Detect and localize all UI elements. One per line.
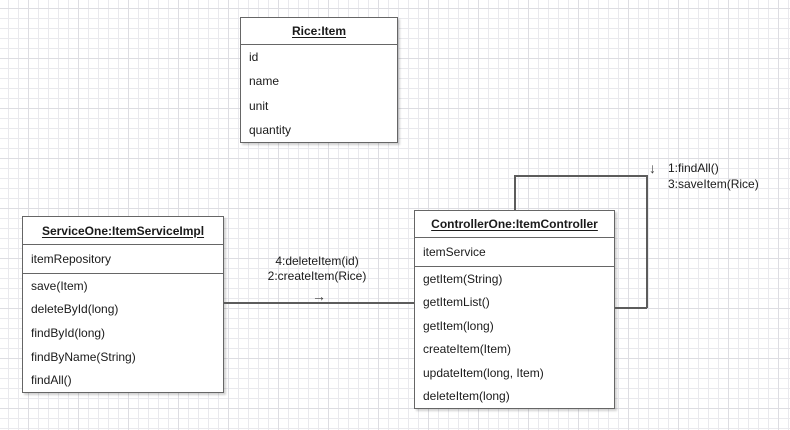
edge-label-line1: 4:deleteItem(id) <box>275 254 359 268</box>
method-row-save[interactable]: save(Item) <box>31 278 88 293</box>
object-title-controller[interactable]: ControllerOne:ItemController <box>415 211 614 238</box>
service-fields-section: itemRepository <box>23 245 223 274</box>
down-arrow-icon[interactable]: ↓ <box>649 160 656 176</box>
method-row-get-item-string[interactable]: getItem(String) <box>423 271 503 286</box>
edge-controller-self-loop-segment-right[interactable] <box>646 175 648 308</box>
edge-controller-self-loop-segment-bottom[interactable] <box>615 307 647 309</box>
field-row-id[interactable]: id <box>249 50 259 65</box>
edge-label-line2: 2:createItem(Rice) <box>267 269 367 283</box>
method-row-find-by-id[interactable]: findById(long) <box>31 325 106 340</box>
right-arrow-icon[interactable]: → <box>312 288 326 304</box>
method-row-delete-item[interactable]: deleteItem(long) <box>423 389 510 404</box>
method-row-delete-by-id[interactable]: deleteById(long) <box>31 302 119 317</box>
controller-methods-section: getItem(String) getItemList() getItem(lo… <box>415 267 614 408</box>
rice-fields-section: id name unit quantity <box>241 45 397 142</box>
uml-object-controller-one[interactable]: ControllerOne:ItemController itemService… <box>414 210 615 409</box>
method-row-update-item[interactable]: updateItem(long, Item) <box>423 365 544 380</box>
method-row-find-all[interactable]: findAll() <box>31 373 72 388</box>
field-row-item-service[interactable]: itemService <box>423 245 486 259</box>
edge-label-line2: 3:saveItem(Rice) <box>668 177 759 191</box>
edge-label-line1: 1:findAll() <box>668 161 719 175</box>
edge-service-to-controller[interactable] <box>224 302 414 304</box>
edge-label-service-controller[interactable]: 4:deleteItem(id) 2:createItem(Rice) <box>237 254 397 284</box>
field-row-item-repository[interactable]: itemRepository <box>31 252 112 266</box>
controller-fields-section: itemService <box>415 238 614 267</box>
field-row-name[interactable]: name <box>249 74 280 89</box>
edge-controller-self-loop-segment-top[interactable] <box>514 175 647 177</box>
field-row-unit[interactable]: unit <box>249 98 269 113</box>
service-methods-section: save(Item) deleteById(long) findById(lon… <box>23 274 223 392</box>
uml-object-service-one[interactable]: ServiceOne:ItemServiceImpl itemRepositor… <box>22 216 224 393</box>
edge-label-controller-loop[interactable]: 1:findAll() 3:saveItem(Rice) <box>668 160 759 192</box>
method-row-get-item-long[interactable]: getItem(long) <box>423 318 494 333</box>
object-title-rice[interactable]: Rice:Item <box>241 18 397 45</box>
uml-object-rice-item[interactable]: Rice:Item id name unit quantity <box>240 17 398 143</box>
field-row-quantity[interactable]: quantity <box>249 122 292 137</box>
object-title-service[interactable]: ServiceOne:ItemServiceImpl <box>23 217 223 245</box>
edge-controller-self-loop-segment-start[interactable] <box>514 175 516 210</box>
method-row-find-by-name[interactable]: findByName(String) <box>31 349 136 364</box>
method-row-create-item[interactable]: createItem(Item) <box>423 342 512 357</box>
method-row-get-item-list[interactable]: getItemList() <box>423 295 490 310</box>
